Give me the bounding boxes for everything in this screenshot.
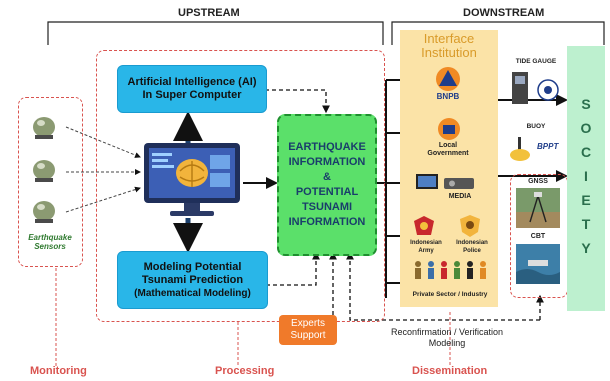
sensor-2 bbox=[30, 158, 60, 189]
model-to-info bbox=[266, 251, 320, 286]
interface-title-line2: Institution bbox=[421, 45, 477, 60]
dissemination-label: Dissemination bbox=[412, 365, 488, 377]
sensors-label-line2: Sensors bbox=[34, 242, 66, 251]
gnss-photo-icon bbox=[516, 188, 560, 228]
private-sector-label: Private Sector / Industry bbox=[412, 291, 488, 298]
tide-gauge-device bbox=[508, 68, 566, 113]
buoy-icon bbox=[510, 137, 530, 161]
experts-support-box: Experts Support bbox=[279, 315, 337, 345]
monitoring-region bbox=[18, 97, 83, 267]
downstream-bracket bbox=[391, 21, 605, 45]
society-letter-e: E bbox=[581, 192, 591, 208]
tide-gauge-icon bbox=[512, 72, 559, 104]
sensors-label-line1: Earthquake bbox=[28, 233, 72, 242]
bnpb-logo bbox=[434, 66, 462, 97]
seismometer-icon bbox=[33, 117, 55, 139]
experts-line1: Experts bbox=[291, 318, 325, 329]
ai-supercomputer-box: Artificial Intelligence (AI) In Super Co… bbox=[117, 65, 267, 113]
society-letter-t: T bbox=[581, 216, 591, 232]
bppt-logo-text: BPPT bbox=[537, 142, 559, 151]
police-label: Indonesian Police bbox=[449, 239, 495, 255]
army-label: Indonesian Army bbox=[403, 239, 449, 255]
society-letter-s: S bbox=[581, 96, 591, 112]
computer-illustration bbox=[140, 141, 244, 224]
reconfirm-line2: Modeling bbox=[428, 338, 466, 348]
info-line2: INFORMATION bbox=[288, 156, 366, 168]
monitor-brain-icon bbox=[144, 143, 240, 216]
society-letter-c: C bbox=[580, 144, 592, 160]
info-line6: INFORMATION bbox=[288, 216, 366, 228]
reconfirm-line1: Reconfirmation / Verification bbox=[390, 327, 504, 337]
bnpb-emblem-icon bbox=[436, 67, 460, 91]
experts-line2: Support bbox=[290, 330, 326, 341]
model-box-line2: Tsunami Prediction bbox=[141, 273, 244, 286]
society-letter-y: Y bbox=[581, 240, 591, 256]
sensors-label: Earthquake Sensors bbox=[22, 233, 78, 251]
media-icons bbox=[414, 172, 478, 197]
local-government-label: Local Government bbox=[418, 142, 478, 158]
people-icon bbox=[415, 261, 486, 279]
local-gov-line2: Government bbox=[427, 150, 469, 157]
sensor-link-3 bbox=[65, 186, 141, 213]
model-box-line3: (Mathematical Modeling) bbox=[134, 287, 251, 299]
upstream-bracket bbox=[47, 21, 384, 45]
police-emblem-icon bbox=[460, 215, 480, 237]
army-line1: Indonesian bbox=[410, 240, 442, 246]
upstream-label: UPSTREAM bbox=[178, 7, 240, 19]
downstream-label: DOWNSTREAM bbox=[463, 7, 545, 19]
sensor-3 bbox=[30, 199, 60, 230]
reconfirm-left bbox=[346, 251, 540, 321]
reconfirmation-label: Reconfirmation / Verification Modeling bbox=[372, 327, 522, 349]
gnss-label: GNSS bbox=[528, 178, 548, 185]
buoy-label: BUOY bbox=[526, 123, 546, 130]
ai-box-line2: In Super Computer bbox=[142, 89, 242, 101]
info-line5: TSUNAMI bbox=[301, 201, 353, 213]
local-gov-line1: Local bbox=[438, 142, 458, 149]
army-line2: Army bbox=[418, 248, 434, 254]
army-emblem-icon bbox=[414, 216, 434, 235]
cbt-label: CBT bbox=[530, 233, 546, 240]
society-bar: S O C I E T Y bbox=[567, 46, 605, 311]
gnss-device bbox=[516, 188, 560, 233]
buoy-device bbox=[508, 133, 566, 170]
interface-title-line1: Interface bbox=[423, 31, 475, 46]
processing-region bbox=[96, 50, 385, 322]
info-line1: EARTHQUAKE bbox=[288, 141, 366, 153]
model-box-line1: Modeling Potential bbox=[143, 260, 242, 273]
police-line1: Indonesian bbox=[456, 240, 488, 246]
tsunami-modeling-box: Modeling Potential Tsunami Prediction (M… bbox=[117, 251, 268, 309]
army-logo bbox=[413, 215, 435, 242]
government-emblem-icon bbox=[438, 118, 460, 140]
sensor-1 bbox=[30, 115, 60, 146]
processing-label: Processing bbox=[215, 365, 275, 377]
seismometer-icon bbox=[33, 201, 55, 223]
cbt-device bbox=[516, 244, 560, 289]
local-government-logo bbox=[436, 117, 462, 146]
tv-radio-icon bbox=[416, 174, 474, 189]
interface-title: Interface Institution bbox=[400, 32, 498, 60]
ai-box-line1: Artificial Intelligence (AI) bbox=[127, 76, 257, 88]
sensor-link-1 bbox=[65, 126, 141, 158]
society-letter-o: O bbox=[580, 120, 592, 136]
info-line4: POTENTIAL bbox=[295, 186, 359, 198]
earthquake-tsunami-info-box: EARTHQUAKE INFORMATION & POTENTIAL TSUNA… bbox=[277, 114, 377, 256]
monitoring-label: Monitoring bbox=[30, 365, 87, 377]
private-sector-figures bbox=[412, 259, 488, 286]
society-letter-i: I bbox=[584, 168, 588, 184]
cbt-photo-icon bbox=[516, 244, 560, 284]
tide-gauge-label: TIDE GAUGE bbox=[515, 58, 557, 65]
police-line2: Police bbox=[463, 248, 481, 254]
police-logo bbox=[459, 214, 481, 243]
seismometer-icon bbox=[33, 160, 55, 182]
media-label: MEDIA bbox=[448, 193, 472, 200]
bnpb-label: BNPB bbox=[436, 92, 460, 101]
info-line3: & bbox=[323, 171, 331, 183]
